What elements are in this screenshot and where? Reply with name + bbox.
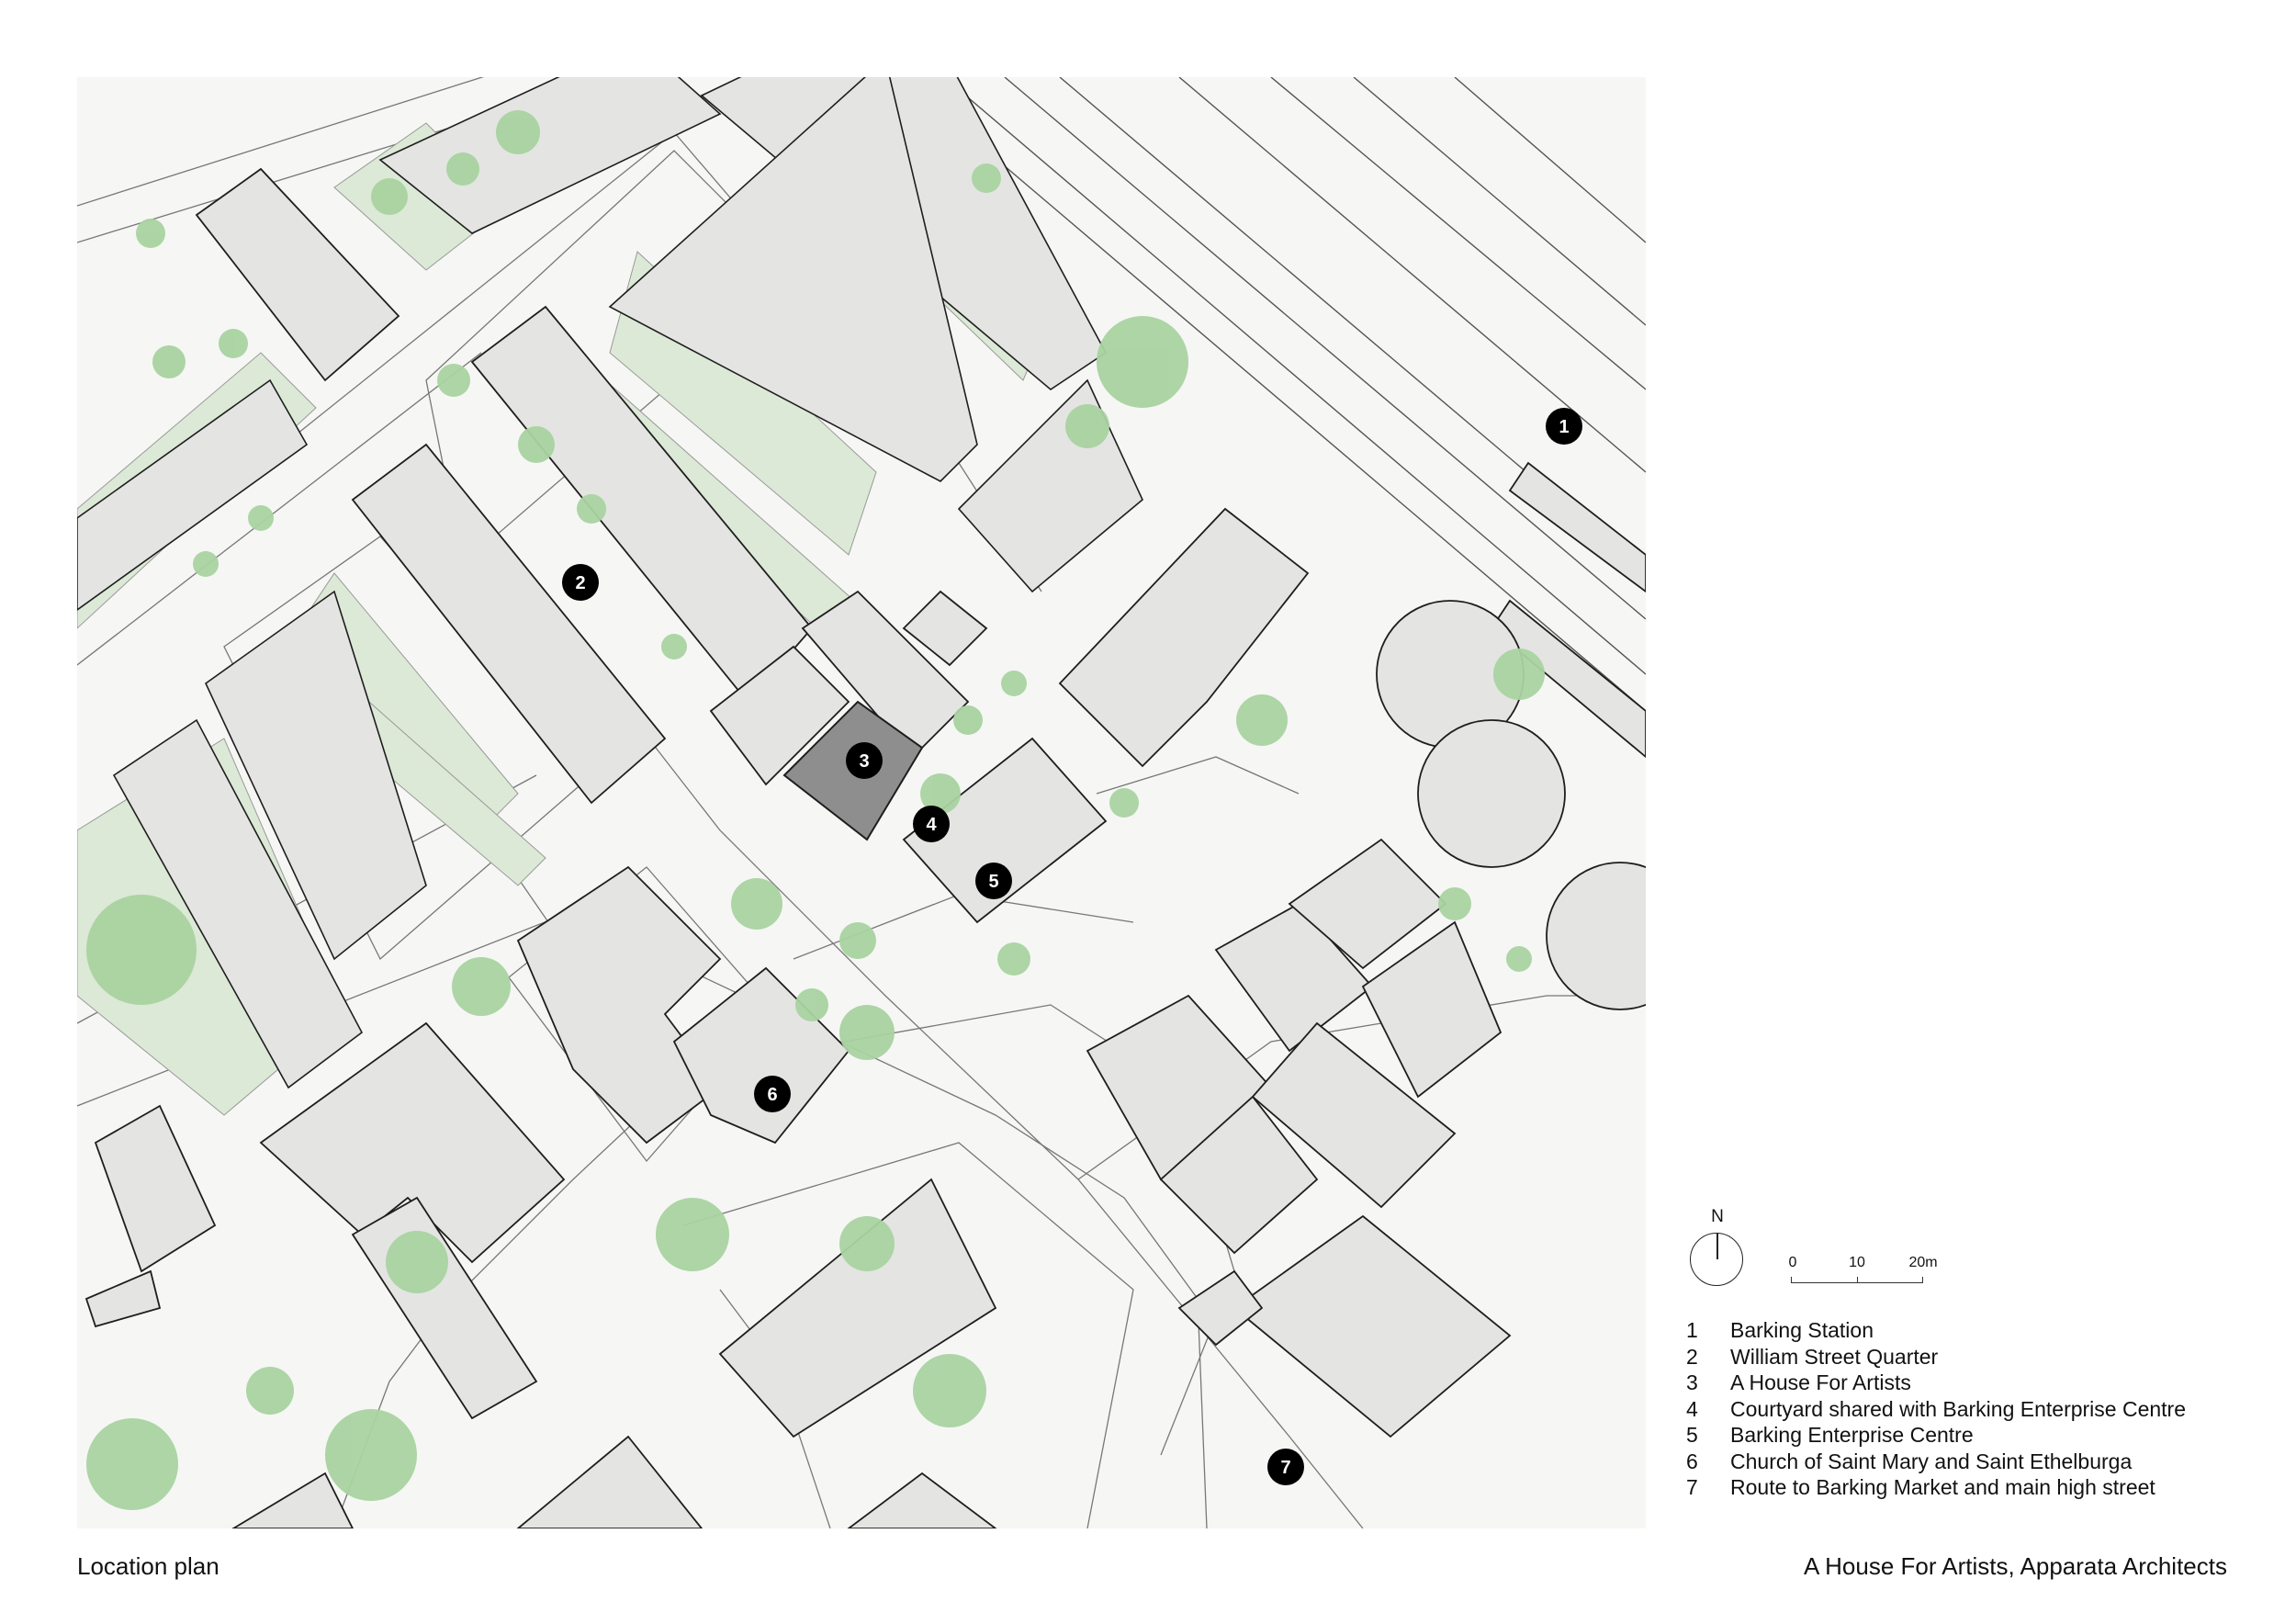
railway-lines bbox=[899, 77, 1646, 712]
legend-item: 6 Church of Saint Mary and Saint Ethelbu… bbox=[1686, 1449, 2186, 1475]
marker-4: 4 bbox=[913, 806, 950, 842]
marker-2-label: 2 bbox=[575, 573, 585, 593]
legend-label: Barking Enterprise Centre bbox=[1730, 1423, 1974, 1447]
north-arrow: N bbox=[1688, 1207, 1747, 1290]
legend: 1 Barking Station 2 William Street Quart… bbox=[1686, 1317, 2186, 1501]
terrace-buildings bbox=[77, 77, 1143, 1089]
marker-5-label: 5 bbox=[988, 872, 998, 892]
legend-label: Route to Barking Market and main high st… bbox=[1730, 1475, 2155, 1499]
legend-number: 7 bbox=[1686, 1475, 1698, 1499]
location-plan-map: 1 2 3 4 5 bbox=[77, 77, 1646, 1528]
marker-6: 6 bbox=[754, 1076, 791, 1112]
scale-label-0: 0 bbox=[1788, 1255, 1797, 1270]
legend-item: 3 A House For Artists bbox=[1686, 1370, 2186, 1396]
scale-label-10: 10 bbox=[1849, 1255, 1865, 1270]
project-caption: A House For Artists, Apparata Architects bbox=[1804, 1552, 2227, 1580]
scale-label-20: 20m bbox=[1908, 1255, 1938, 1270]
marker-6-label: 6 bbox=[767, 1085, 777, 1105]
marker-1-label: 1 bbox=[1559, 417, 1569, 437]
legend-item: 4 Courtyard shared with Barking Enterpri… bbox=[1686, 1396, 2186, 1423]
scale-tick bbox=[1791, 1277, 1792, 1283]
north-needle bbox=[1716, 1233, 1718, 1259]
legend-label: Church of Saint Mary and Saint Ethelburg… bbox=[1730, 1449, 2133, 1473]
legend-number: 4 bbox=[1686, 1396, 1698, 1421]
marker-1: 1 bbox=[1546, 408, 1582, 445]
map-canvas: 1 2 3 4 5 bbox=[77, 77, 1646, 1528]
legend-label: Barking Station bbox=[1730, 1318, 1874, 1342]
legend-label: Courtyard shared with Barking Enterprise… bbox=[1730, 1396, 2187, 1421]
marker-3: 3 bbox=[846, 742, 883, 779]
plan-caption: Location plan bbox=[77, 1552, 219, 1580]
scale-bar: 0 10 20m bbox=[1788, 1255, 1938, 1291]
marker-4-label: 4 bbox=[926, 815, 937, 835]
legend-label: William Street Quarter bbox=[1730, 1344, 1939, 1369]
gasholders bbox=[1376, 600, 1646, 1010]
marker-3-label: 3 bbox=[859, 751, 869, 772]
legend-label: A House For Artists bbox=[1730, 1370, 1911, 1394]
legend-number: 3 bbox=[1686, 1370, 1698, 1394]
scale-tick bbox=[1857, 1277, 1858, 1283]
marker-7: 7 bbox=[1267, 1449, 1304, 1485]
trees bbox=[86, 110, 1545, 1510]
legend-item: 1 Barking Station bbox=[1686, 1317, 2186, 1344]
north-label: N bbox=[1711, 1207, 1724, 1226]
buildings bbox=[84, 167, 1646, 1528]
marker-2: 2 bbox=[562, 564, 599, 601]
legend-number: 2 bbox=[1686, 1344, 1698, 1369]
map-markers: 1 2 3 4 5 bbox=[562, 408, 1582, 1485]
scale-tick bbox=[1922, 1277, 1923, 1283]
legend-item: 7 Route to Barking Market and main high … bbox=[1686, 1474, 2186, 1501]
marker-5: 5 bbox=[975, 863, 1012, 899]
legend-item: 5 Barking Enterprise Centre bbox=[1686, 1422, 2186, 1449]
legend-number: 6 bbox=[1686, 1449, 1698, 1473]
legend-number: 1 bbox=[1686, 1318, 1698, 1342]
legend-number: 5 bbox=[1686, 1423, 1698, 1447]
marker-7-label: 7 bbox=[1280, 1458, 1290, 1478]
legend-item: 2 William Street Quarter bbox=[1686, 1344, 2186, 1370]
